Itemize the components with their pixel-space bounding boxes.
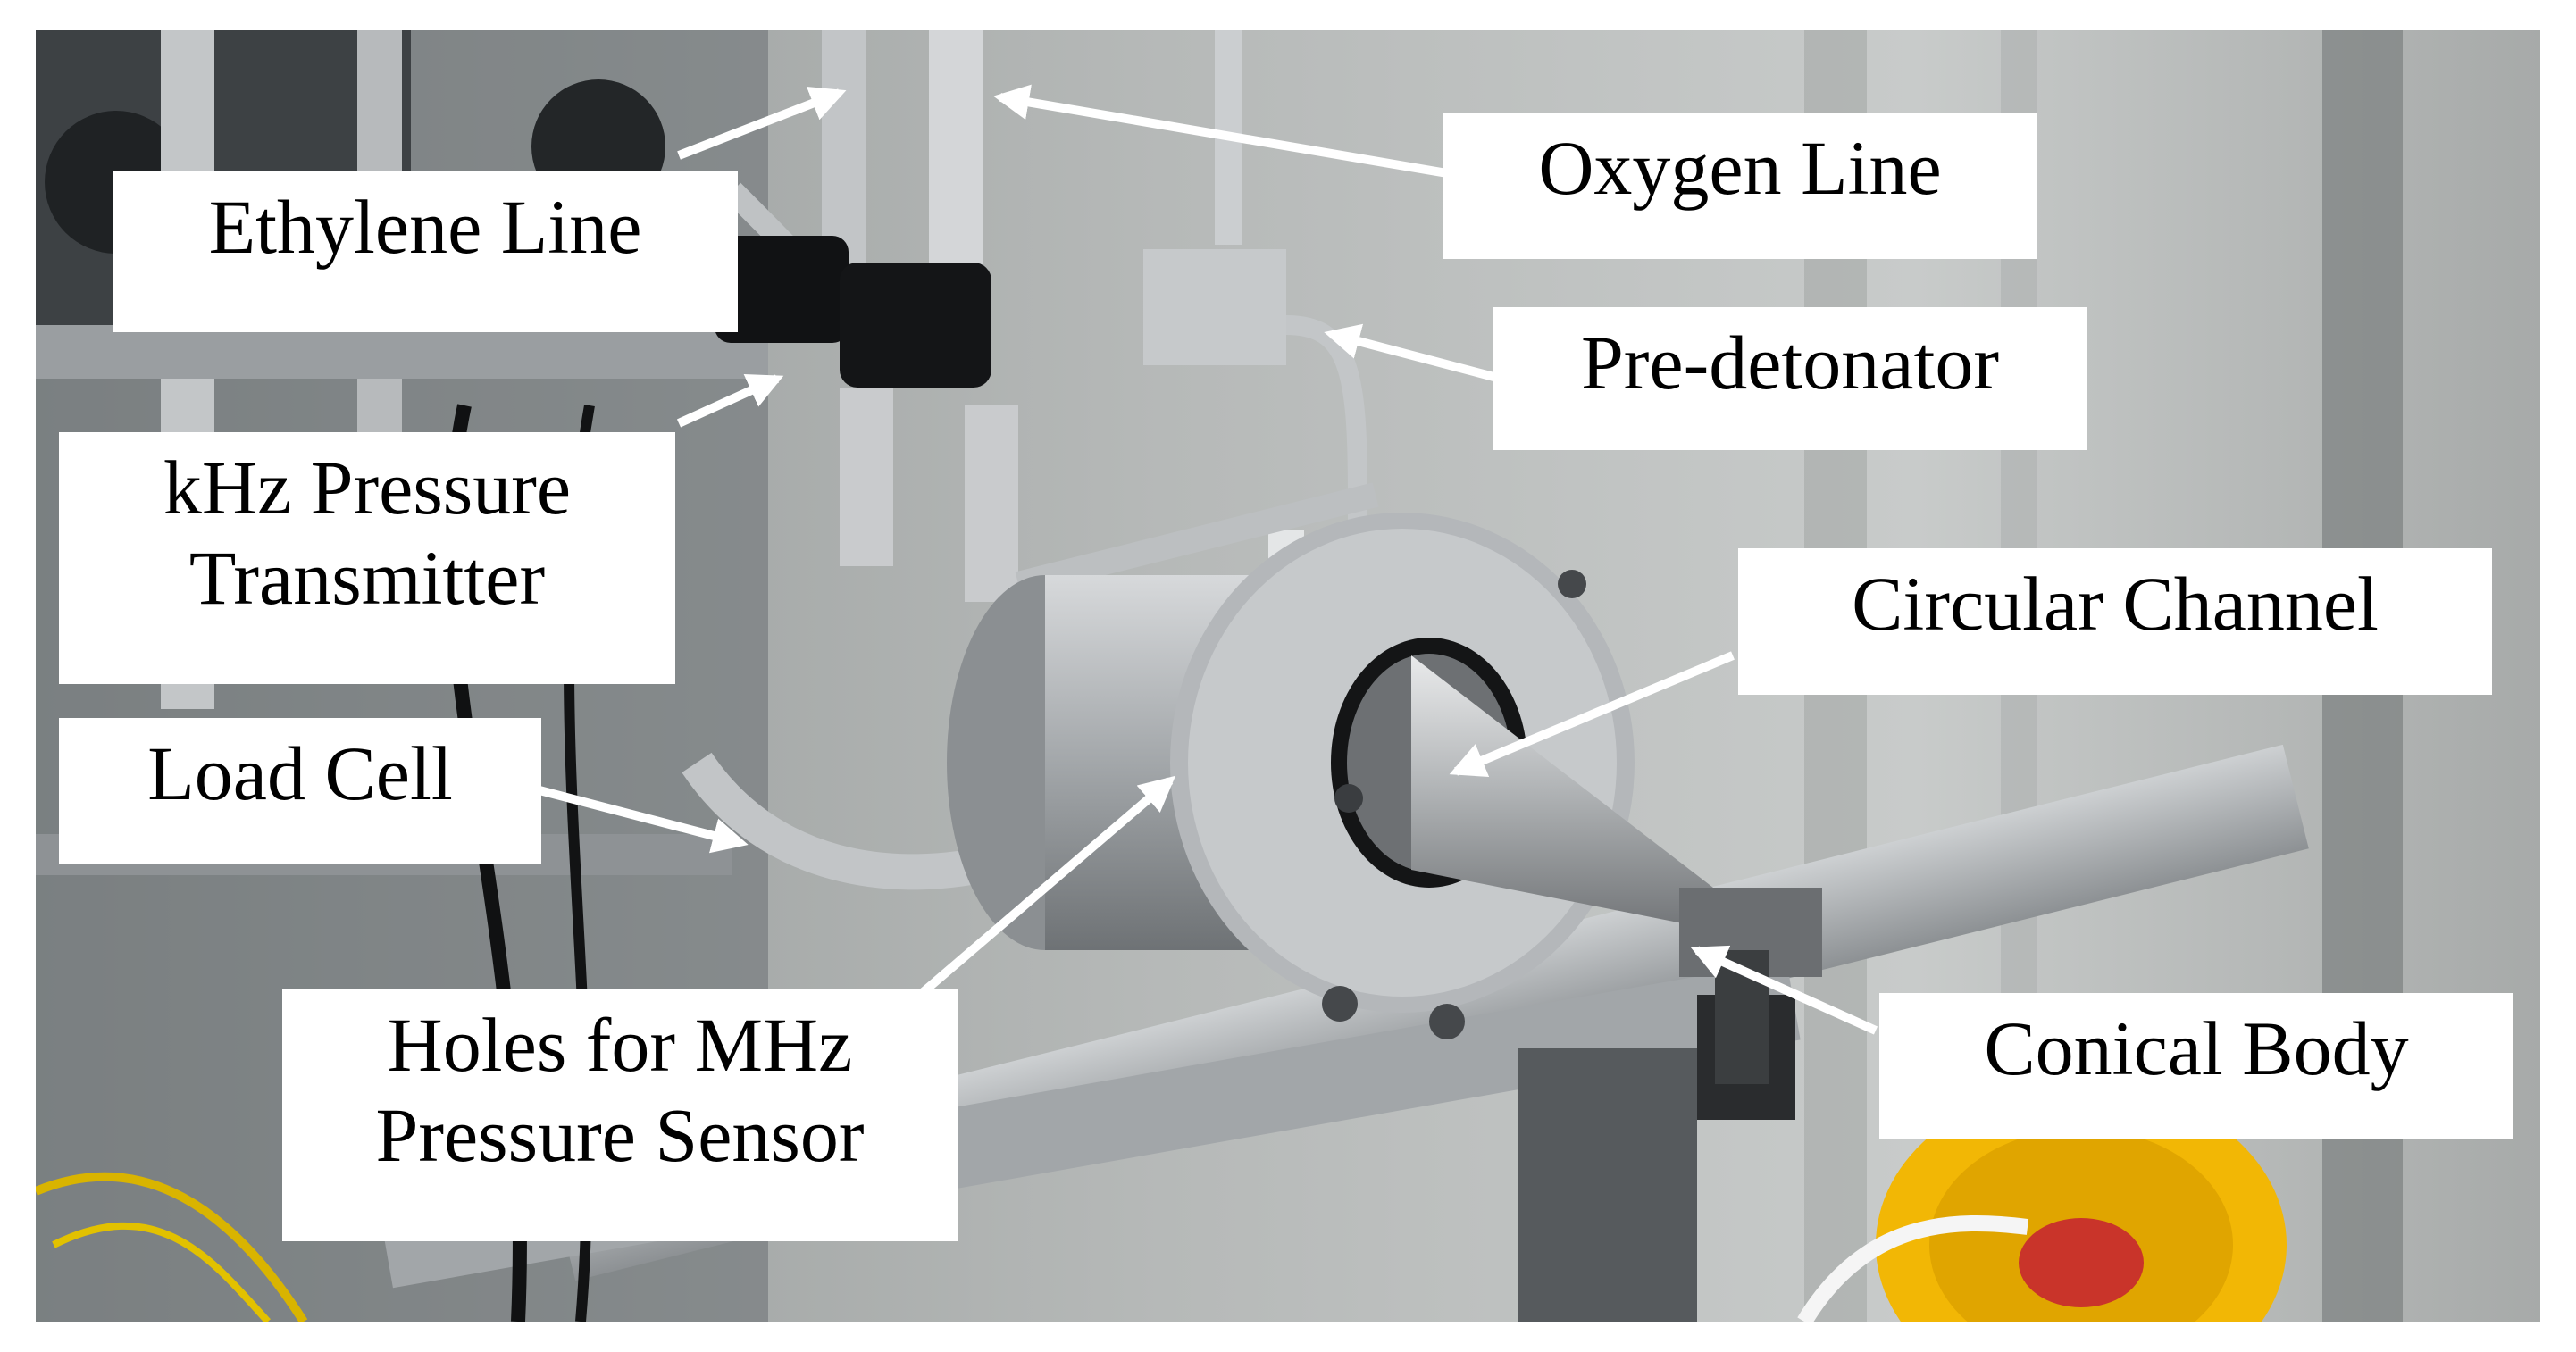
load-cell-text: Load Cell bbox=[147, 730, 453, 816]
holes-text-line1: Holes for MHz bbox=[387, 1002, 853, 1088]
holes-label: Holes for MHz Pressure Sensor bbox=[282, 989, 958, 1241]
oxygen-line-label: Oxygen Line bbox=[1443, 113, 2037, 259]
pre-detonator-label: Pre-detonator bbox=[1493, 307, 2087, 450]
conical-body-text: Conical Body bbox=[1984, 1006, 2409, 1091]
load-cell-label: Load Cell bbox=[59, 718, 541, 864]
circular-channel-text: Circular Channel bbox=[1852, 561, 2379, 647]
pre-detonator-text: Pre-detonator bbox=[1580, 320, 2000, 405]
circular-channel-label: Circular Channel bbox=[1738, 548, 2492, 695]
ethylene-line-label: Ethylene Line bbox=[113, 171, 738, 332]
khz-transmitter-label: kHz Pressure Transmitter bbox=[59, 432, 675, 684]
photo-frame: Ethylene Line Oxygen Line Pre-detonator … bbox=[36, 30, 2540, 1322]
khz-transmitter-text-line1: kHz Pressure bbox=[163, 445, 572, 530]
oxygen-line-text: Oxygen Line bbox=[1538, 125, 1942, 211]
holes-text-line2: Pressure Sensor bbox=[375, 1091, 865, 1178]
ethylene-line-text: Ethylene Line bbox=[208, 184, 642, 270]
khz-transmitter-text-line2: Transmitter bbox=[188, 534, 546, 621]
conical-body-label: Conical Body bbox=[1879, 993, 2513, 1139]
